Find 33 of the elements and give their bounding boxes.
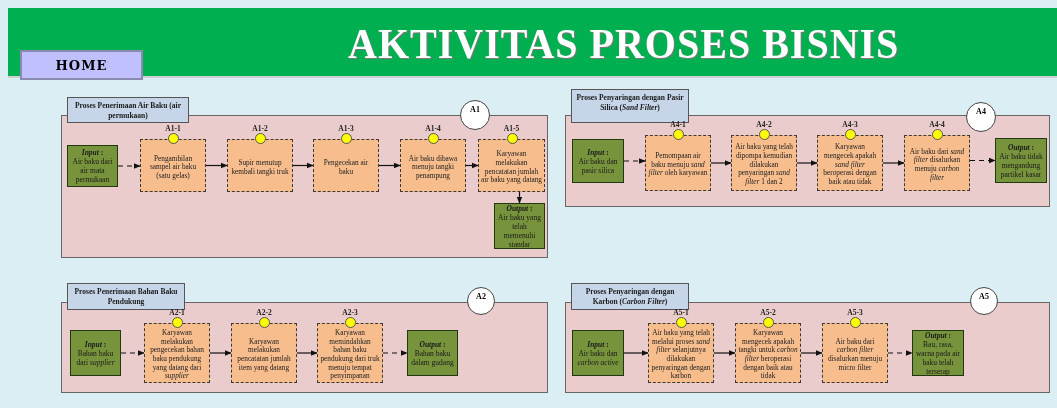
input-box bbox=[70, 330, 121, 376]
input-box bbox=[572, 330, 624, 376]
output-box bbox=[407, 330, 458, 376]
arrow bbox=[378, 162, 401, 169]
page-title: AKTIVITAS PROSES BISNIS bbox=[348, 18, 900, 69]
arrow bbox=[713, 350, 736, 356]
arrow bbox=[882, 160, 905, 166]
arrow bbox=[120, 350, 145, 356]
arrow bbox=[465, 162, 479, 169]
output-box bbox=[494, 203, 545, 249]
arrow bbox=[205, 162, 228, 169]
output-box bbox=[912, 330, 964, 376]
reference-circle: A2 bbox=[467, 287, 495, 315]
arrow bbox=[623, 158, 646, 164]
arrow bbox=[623, 350, 649, 356]
input-box bbox=[572, 139, 624, 183]
arrow bbox=[796, 160, 818, 166]
arrow bbox=[382, 350, 408, 356]
reference-circle: A5 bbox=[970, 287, 998, 315]
arrow bbox=[800, 350, 823, 356]
arrow bbox=[710, 160, 732, 166]
reference-circle: A1 bbox=[460, 100, 490, 130]
arrow bbox=[296, 350, 318, 356]
arrow bbox=[516, 191, 523, 204]
reference-circle: A4 bbox=[966, 102, 996, 132]
output-box bbox=[995, 138, 1047, 183]
arrow bbox=[969, 157, 996, 164]
home-button: HOME bbox=[20, 50, 143, 80]
arrow bbox=[117, 163, 141, 169]
arrow bbox=[887, 350, 913, 356]
arrow bbox=[292, 162, 314, 169]
arrow bbox=[209, 350, 232, 356]
input-box bbox=[67, 145, 118, 187]
